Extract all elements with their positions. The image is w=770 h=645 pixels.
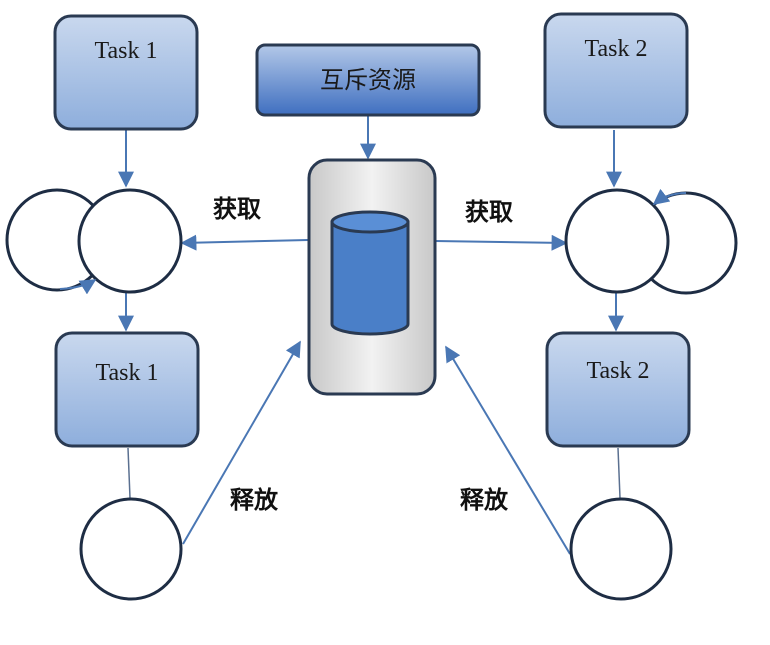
release-left-label: 释放 [230,486,279,514]
task1-loop-arrow [59,279,97,295]
acquire-left-label: 获取 [213,195,261,223]
acquire-right-label: 获取 [465,198,513,226]
task2-bottom-label: Task 2 [587,358,650,384]
acquire-right-arrow [434,234,568,251]
task1-wait-circle [77,188,183,294]
task2-bottom-connector [617,447,621,499]
mutex-resource-label: 互斥资源 [320,67,416,94]
task2-bottom-node: Task 2 [545,331,691,448]
task2-loop-arrow [652,188,687,205]
database-cylinder-icon [330,210,410,336]
task1-bottom-node: Task 1 [54,331,200,448]
release-right-label: 释放 [460,486,509,514]
task2-release-circle [569,497,673,601]
mutex-resource-node: 互斥资源 [255,43,481,117]
task1-top-label: Task 1 [95,38,158,64]
connectors [118,116,624,555]
task1-top-node: Task 1 [53,14,199,131]
task1-release-circle [79,497,183,601]
task2-top-node: Task 2 [543,12,689,129]
task1-wait-loop [5,188,183,294]
task2-wait-loop [564,188,738,295]
acquire-left-arrow [180,234,309,251]
release-right-arrow [445,345,571,555]
task1-bottom-label: Task 1 [96,360,159,386]
task2-wait-circle [564,188,670,294]
release-left-arrow [182,340,301,545]
task1-bottom-connector [127,447,131,499]
task2-top-label: Task 2 [585,36,648,62]
